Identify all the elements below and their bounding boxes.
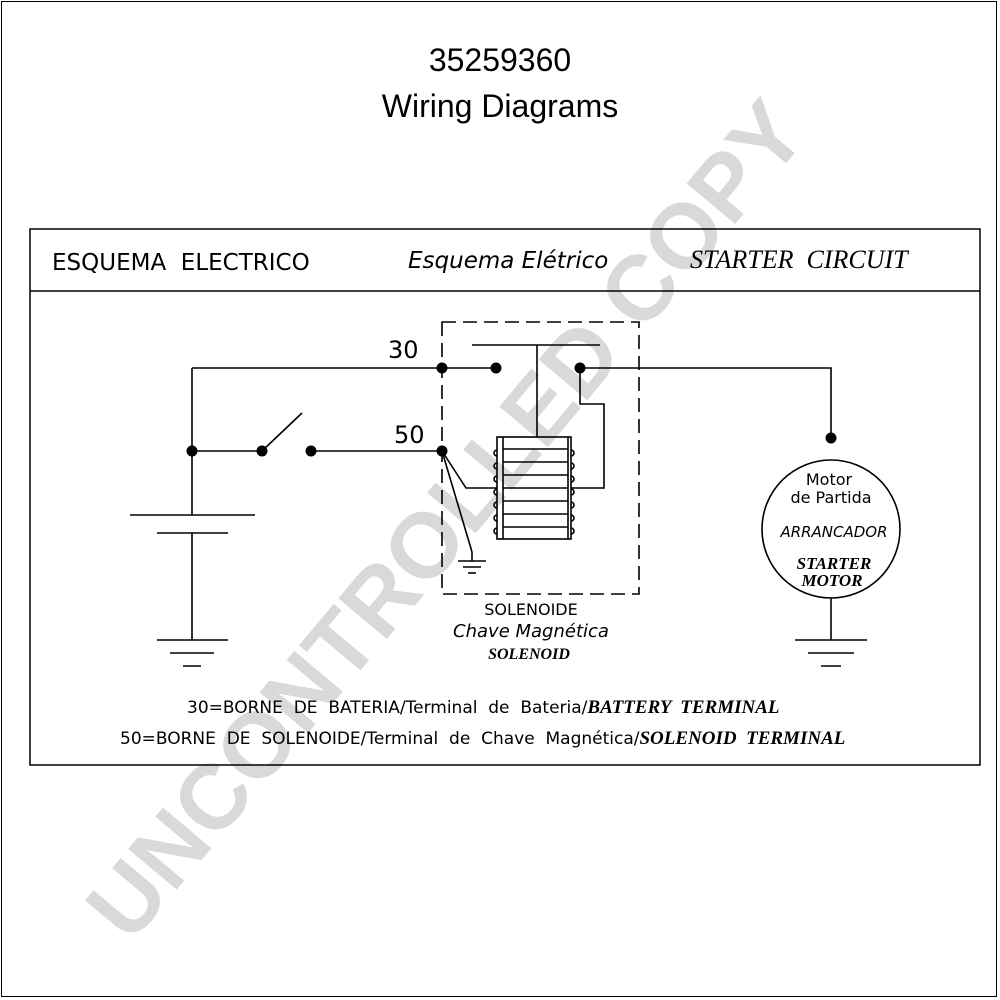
junction-dot — [490, 362, 502, 374]
terminal-30-label: 30 — [388, 336, 419, 364]
junction-dot — [436, 362, 448, 374]
legend-line-2-text: 50=BORNE DE SOLENOIDE/Terminal de Chave … — [120, 729, 640, 749]
legend-line-1-text: 30=BORNE DE BATERIA/Terminal de Bateria/ — [187, 698, 588, 718]
wire-50-to-ground — [441, 450, 473, 553]
junction-dot — [436, 445, 448, 457]
heading-english: STARTER CIRCUIT — [690, 245, 909, 274]
junction-dot — [305, 445, 317, 457]
diagram-frame — [29, 228, 981, 766]
solenoid-label-en: SOLENOID — [488, 646, 570, 663]
motor-label-pt-1: Motor — [806, 470, 853, 489]
junction-dot — [186, 445, 198, 457]
document-number: 35259360 — [428, 42, 572, 78]
ignition-switch-blade — [261, 412, 303, 452]
legend-line-1: 30=BORNE DE BATERIA/Terminal de Bateria/… — [187, 697, 780, 718]
legend-line-1-english: BATTERY TERMINAL — [586, 697, 779, 718]
motor-label-en-2: MOTOR — [800, 571, 862, 590]
solenoid-label-es: SOLENOIDE — [484, 600, 577, 619]
wire-50-to-coil — [441, 450, 497, 489]
legend-line-2-english: SOLENOID TERMINAL — [639, 728, 845, 749]
junction-dot — [574, 362, 586, 374]
legend-line-2: 50=BORNE DE SOLENOIDE/Terminal de Chave … — [120, 728, 845, 749]
document-title: Wiring Diagrams — [381, 88, 619, 124]
solenoid-enclosure — [441, 321, 640, 595]
wire-to-motor — [580, 367, 832, 438]
motor-label-es: ARRANCADOR — [779, 523, 887, 541]
motor-label-pt-2: de Partida — [790, 488, 871, 507]
junction-dots — [186, 362, 837, 457]
motor-label-en-1: STARTER — [797, 554, 872, 573]
heading-portuguese: Esquema Elétrico — [408, 248, 608, 274]
coil-windings — [503, 448, 568, 528]
junction-dot — [825, 432, 837, 444]
junction-dot — [256, 445, 268, 457]
solenoid-label-pt: Chave Magnética — [453, 621, 609, 642]
heading-spanish: ESQUEMA ELECTRICO — [52, 250, 310, 276]
wire-coil-to-motor-terminal — [571, 368, 605, 489]
terminal-50-label: 50 — [394, 421, 425, 449]
coil-turn-marks — [493, 449, 575, 535]
watermark: UNCONTROLLED COPY — [67, 82, 825, 958]
